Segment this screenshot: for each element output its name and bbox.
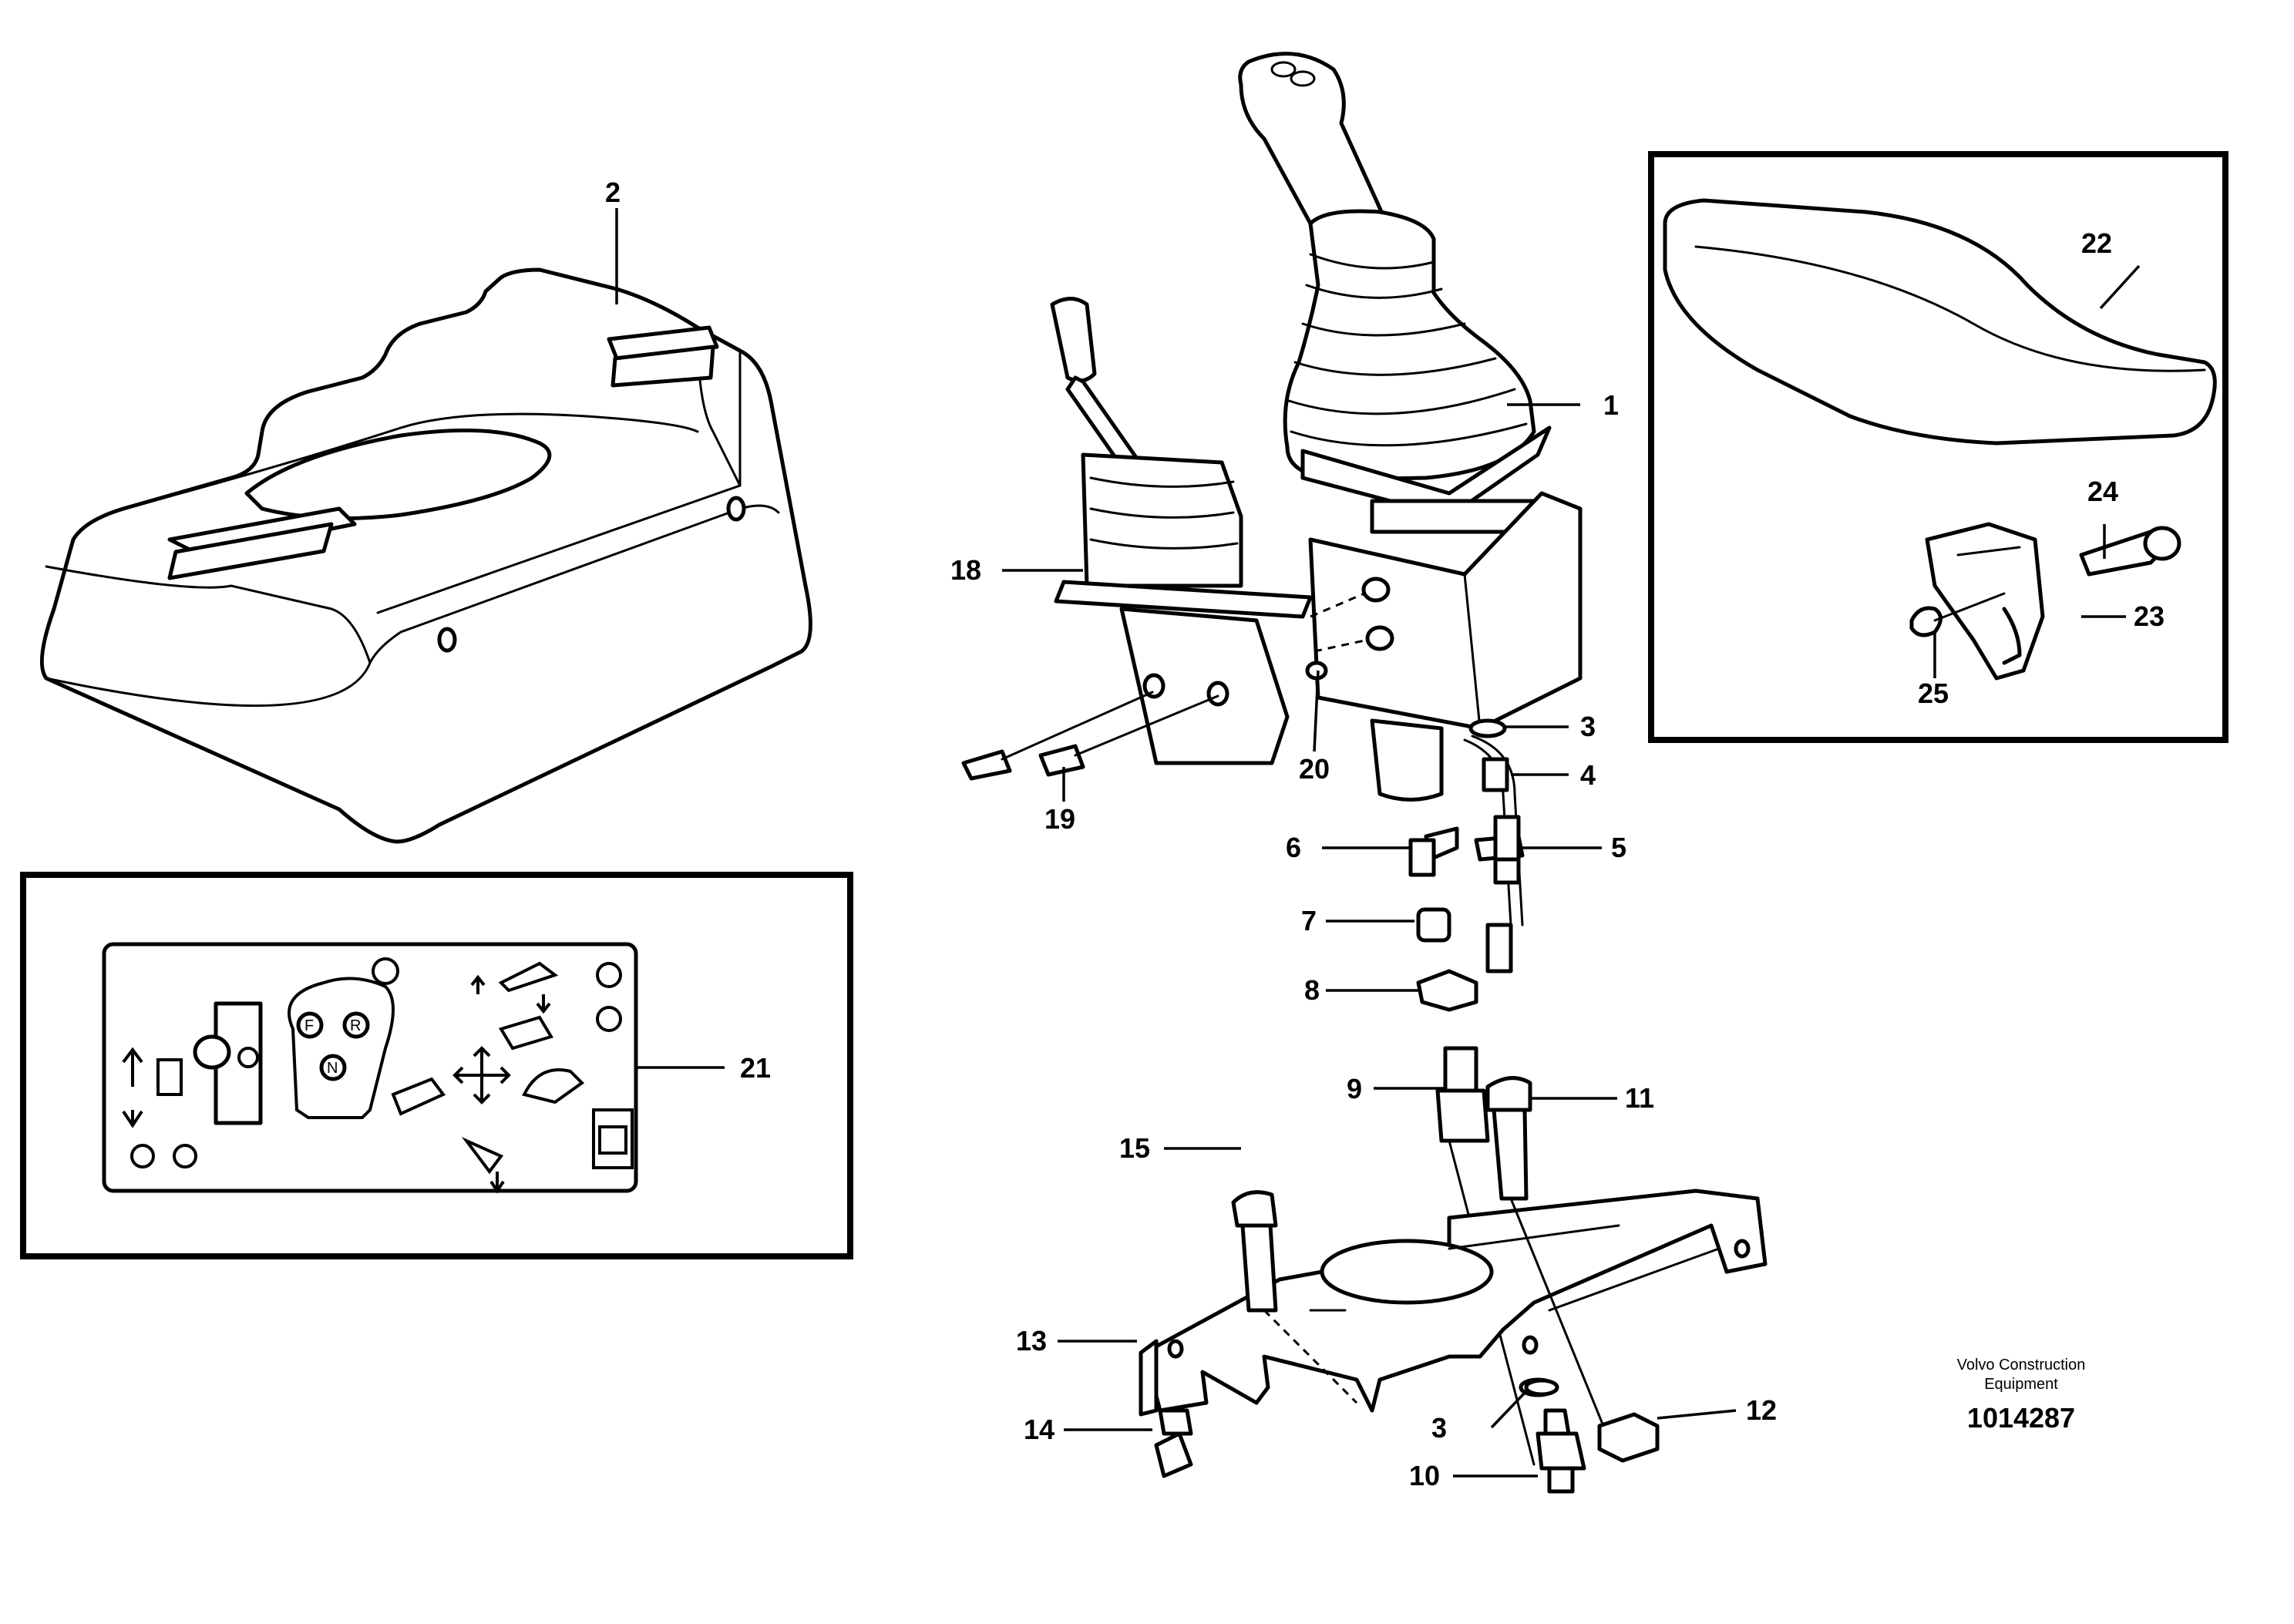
callout-20: 20 <box>1299 753 1330 785</box>
callout-22: 22 <box>2081 227 2112 259</box>
callout-6: 6 <box>1286 832 1301 863</box>
callout-18: 18 <box>950 554 981 586</box>
callout-10: 10 <box>1409 1460 1440 1491</box>
leader-lines <box>615 208 2141 1478</box>
hydraulic-fittings <box>1408 718 1586 1494</box>
joystick-auxiliary <box>961 297 1369 781</box>
callout-3-upper: 3 <box>1580 711 1596 742</box>
callout-23: 23 <box>2134 600 2164 632</box>
brand-line-2: Equipment <box>1984 1376 2058 1393</box>
drawing-footer: Volvo Construction Equipment 1014287 <box>1957 1357 2086 1434</box>
brand-line-1: Volvo Construction <box>1957 1357 2086 1374</box>
callout-24: 24 <box>2087 476 2118 507</box>
joystick-main <box>1238 52 1583 973</box>
drawing-number: 1014287 <box>1967 1402 2075 1434</box>
callouts: 2 1 22 24 23 25 18 19 20 3 4 5 6 7 8 9 1… <box>605 177 2164 1491</box>
callout-14: 14 <box>1024 1414 1054 1445</box>
callout-4: 4 <box>1580 759 1596 791</box>
callout-12: 12 <box>1746 1394 1777 1426</box>
callout-11: 11 <box>1625 1082 1654 1114</box>
callout-19: 19 <box>1044 803 1075 835</box>
callout-13: 13 <box>1016 1325 1047 1357</box>
decal-button-f: F <box>304 1017 314 1034</box>
callout-15: 15 <box>1119 1132 1150 1164</box>
callout-9: 9 <box>1347 1073 1362 1105</box>
callout-2: 2 <box>605 177 621 208</box>
callout-3-lower: 3 <box>1431 1412 1447 1444</box>
console-cover <box>39 267 812 844</box>
inset-armrest <box>1648 151 2228 743</box>
callout-21: 21 <box>740 1052 771 1084</box>
callout-8: 8 <box>1304 974 1320 1006</box>
mounting-bracket <box>1139 1076 1768 1478</box>
callout-1: 1 <box>1603 389 1619 421</box>
inset-decal: F R N <box>20 872 853 1259</box>
callout-5: 5 <box>1611 832 1626 863</box>
callout-7: 7 <box>1301 905 1317 936</box>
decal-button-r: R <box>350 1017 361 1034</box>
callout-25: 25 <box>1918 678 1949 709</box>
decal-button-n: N <box>327 1060 338 1077</box>
